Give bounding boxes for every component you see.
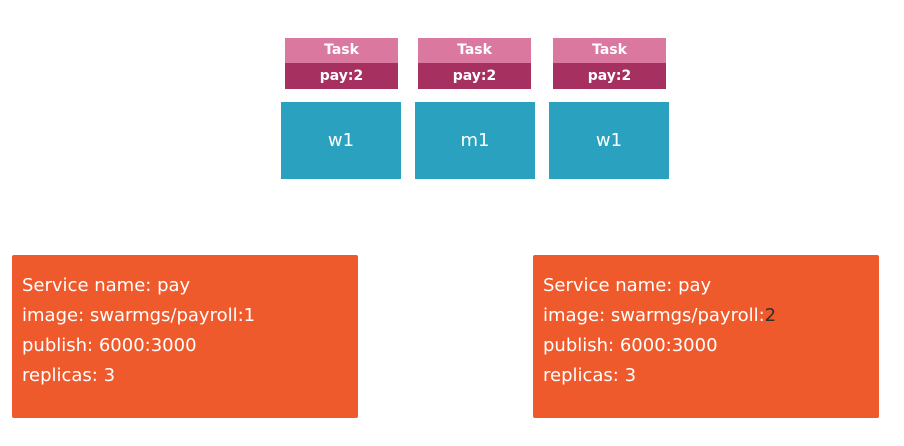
task-value: pay:2: [285, 63, 398, 89]
task-value: pay:2: [418, 63, 531, 89]
service-publish-line: publish: 6000:3000: [22, 335, 197, 356]
service-publish-line: publish: 6000:3000: [543, 335, 718, 356]
node-w1-left: w1: [281, 102, 401, 179]
task-label: Task: [418, 38, 531, 63]
node-w1-right: w1: [549, 102, 669, 179]
service-replicas-line: replicas: 3: [543, 365, 637, 386]
task-label: Task: [553, 38, 666, 63]
task-card-2: Task pay:2: [418, 38, 531, 89]
service-definition-v1: Service name: pay image: swarmgs/payroll…: [12, 255, 358, 418]
image-prefix: image: swarmgs/payroll:: [22, 305, 244, 326]
service-name-line: Service name: pay: [543, 275, 712, 296]
task-card-1: Task pay:2: [285, 38, 398, 89]
image-prefix: image: swarmgs/payroll:: [543, 305, 765, 326]
service-image-line: image: swarmgs/payroll:2: [543, 301, 879, 331]
image-version: 1: [243, 305, 256, 326]
service-name-line: Service name: pay: [22, 275, 191, 296]
image-version-highlight: 2: [764, 305, 777, 326]
service-image-line: image: swarmgs/payroll:1: [22, 301, 358, 331]
service-replicas-line: replicas: 3: [22, 365, 116, 386]
task-card-3: Task pay:2: [553, 38, 666, 89]
task-label: Task: [285, 38, 398, 63]
task-value: pay:2: [553, 63, 666, 89]
service-definition-v2: Service name: pay image: swarmgs/payroll…: [533, 255, 879, 418]
node-m1: m1: [415, 102, 535, 179]
